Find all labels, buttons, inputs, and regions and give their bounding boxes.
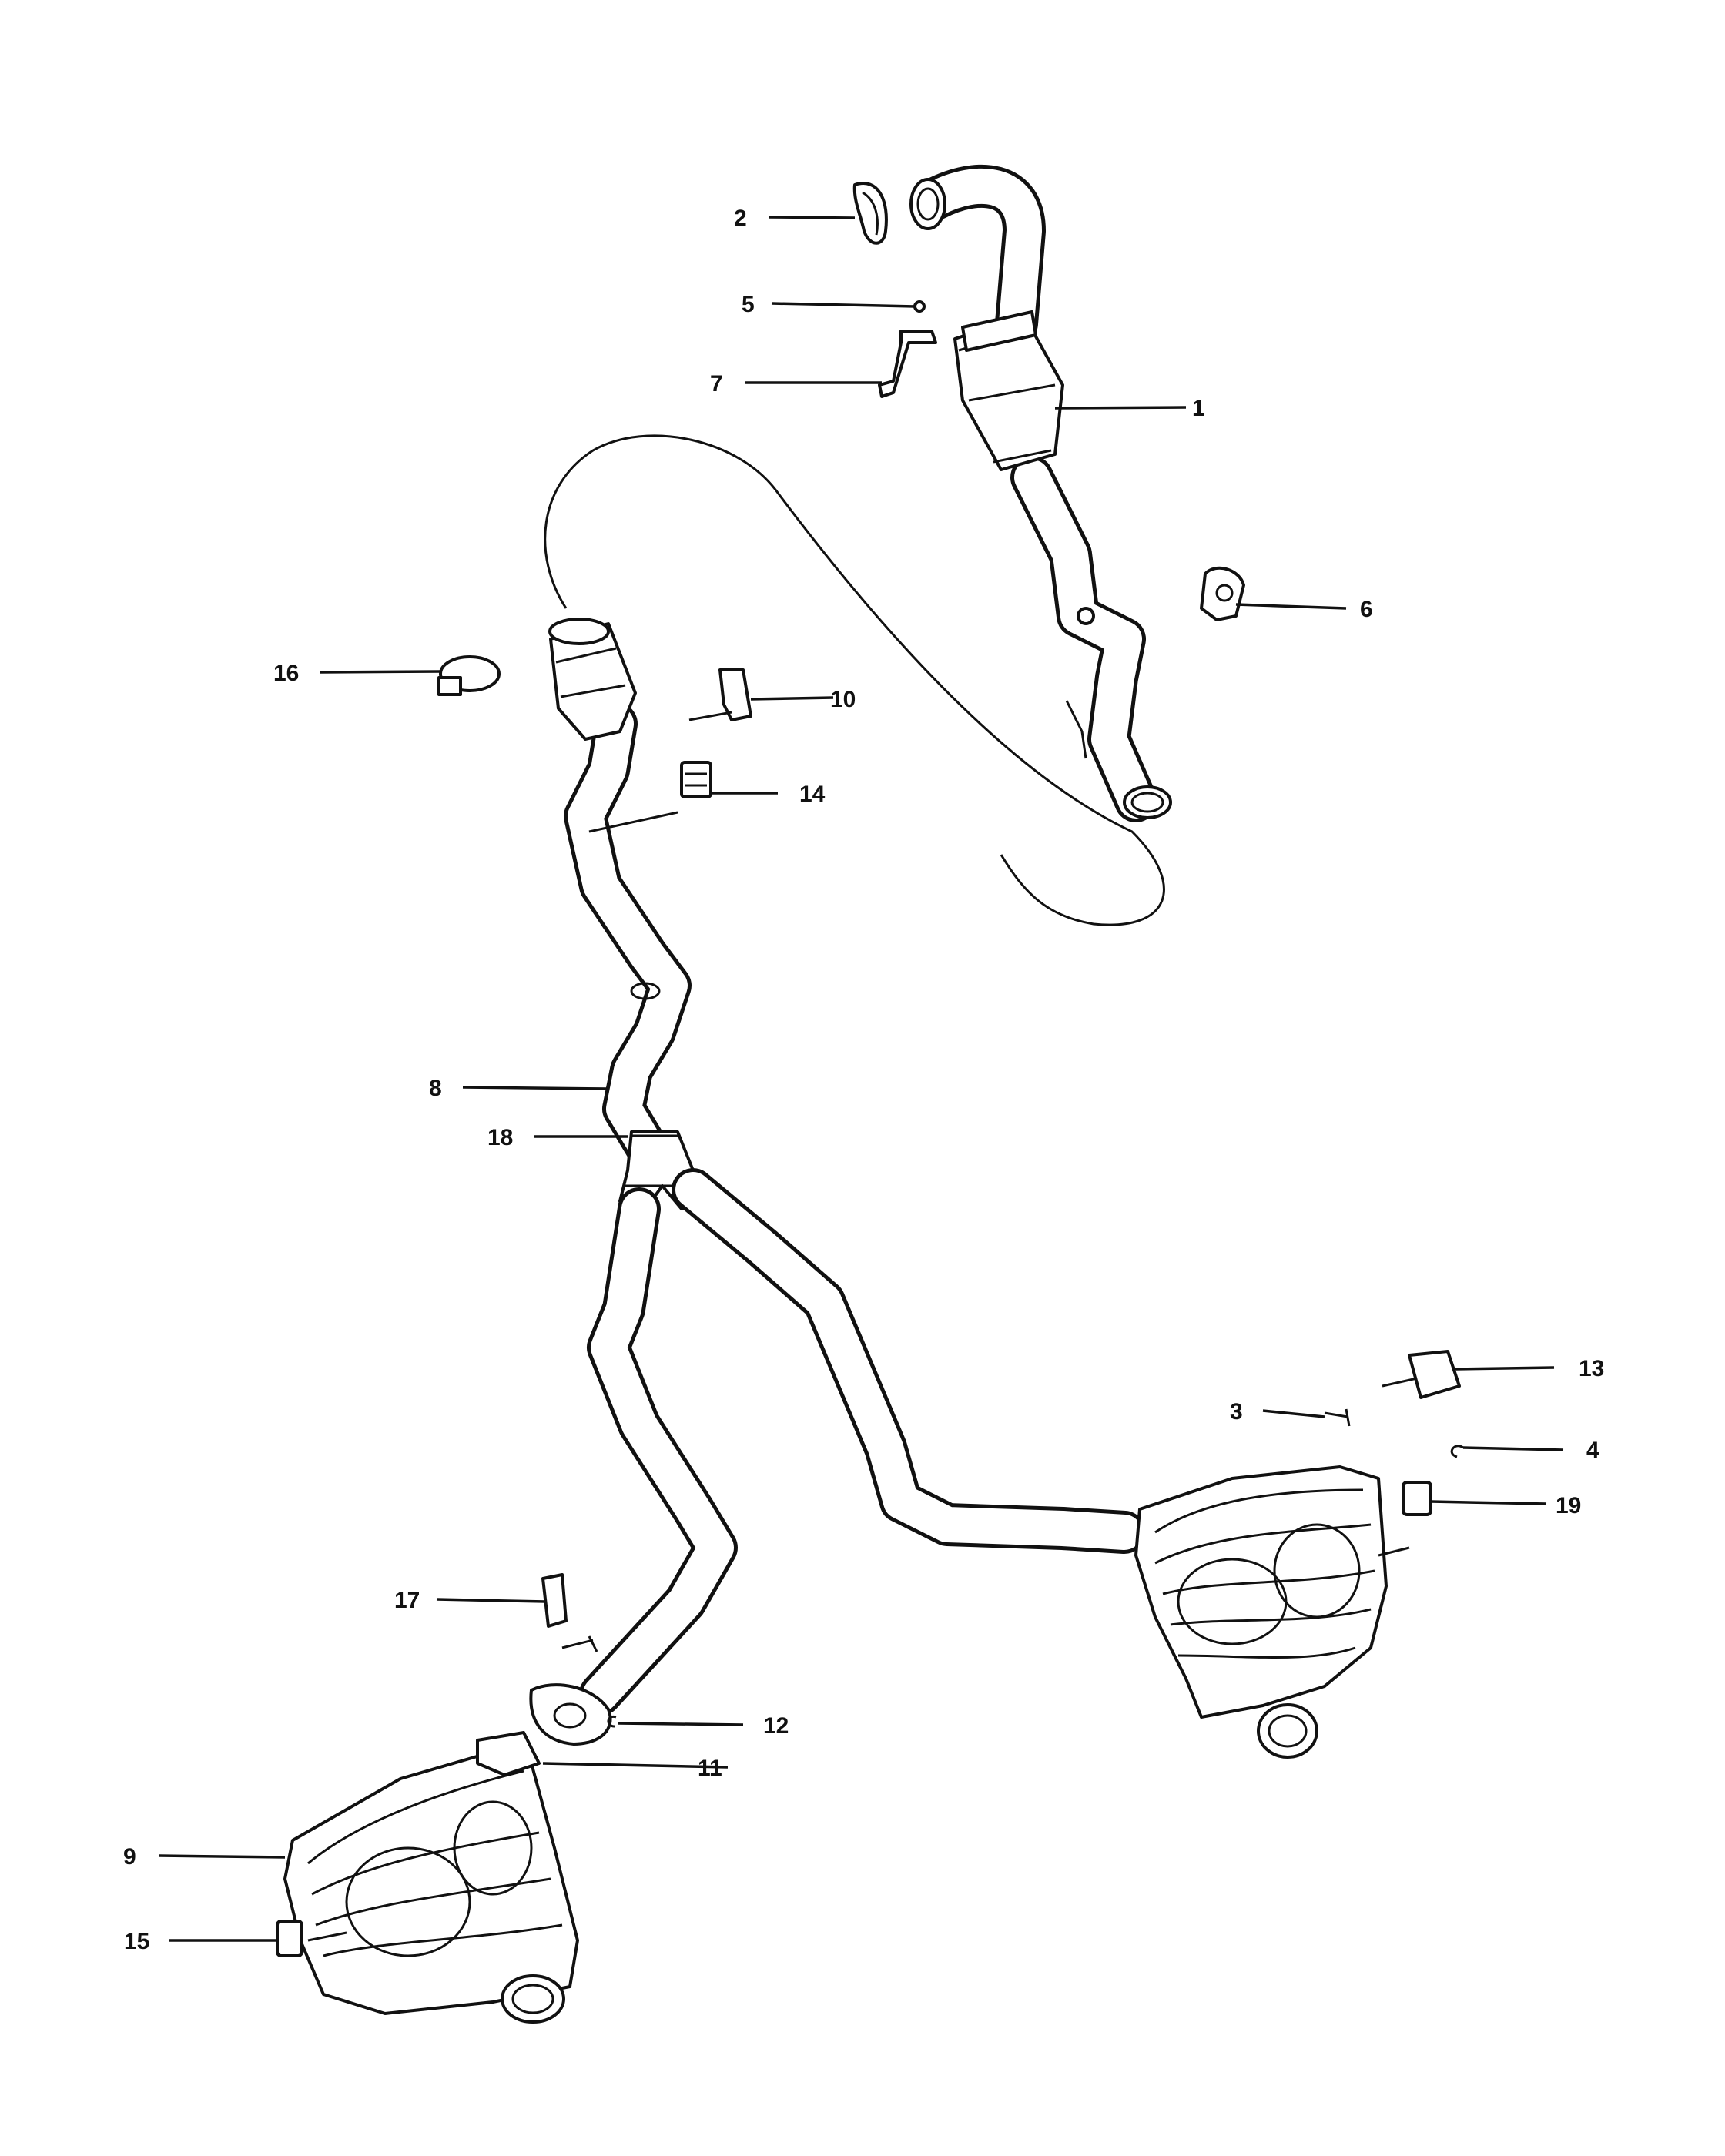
- right-muffler: [1134, 1465, 1410, 1759]
- callout-18: 18: [487, 1125, 513, 1150]
- callout-6: 6: [1360, 597, 1373, 622]
- callout-13: 13: [1579, 1356, 1604, 1381]
- bracket-part-7: [878, 330, 937, 398]
- callout-19: 19: [1556, 1493, 1581, 1518]
- callout-16: 16: [273, 661, 299, 686]
- callout-14: 14: [799, 782, 826, 807]
- callout-9: 9: [123, 1844, 136, 1870]
- isolator-part-15: [276, 1920, 347, 1957]
- isolator-part-17: [541, 1573, 568, 1628]
- flange-gasket-part-11: [529, 1683, 612, 1746]
- y-branch-pipes: [579, 1168, 1146, 1716]
- hanger-part-10: [688, 668, 752, 721]
- hanger-clamp-part-6: [1200, 566, 1245, 621]
- callout-11: 11: [698, 1756, 722, 1781]
- gasket-part-2: [852, 182, 888, 245]
- callout-5: 5: [742, 292, 755, 317]
- callout-10: 10: [830, 687, 856, 712]
- front-pipe-catalytic-converter: [909, 164, 1172, 822]
- callout-4: 4: [1586, 1438, 1599, 1463]
- clip-part-12: [607, 1715, 617, 1728]
- leader-lines: [159, 216, 1564, 1942]
- isolator-part-19: [1402, 1481, 1432, 1516]
- clip-part-4: [1450, 1445, 1464, 1458]
- isolator-part-14: [680, 761, 712, 798]
- isolator-part-13: [1382, 1350, 1461, 1399]
- callout-3: 3: [1230, 1399, 1243, 1424]
- connection-loop: [544, 434, 1165, 926]
- callout-17: 17: [394, 1588, 420, 1613]
- left-muffler: [283, 1731, 579, 2024]
- clamp-part-16: [437, 655, 501, 696]
- bolt-near-17: [561, 1635, 598, 1652]
- callout-15: 15: [124, 1929, 149, 1954]
- callout-7: 7: [710, 371, 723, 397]
- callout-8: 8: [429, 1076, 442, 1101]
- bolt-part-3: [1324, 1408, 1351, 1427]
- callout-2: 2: [734, 206, 747, 231]
- callout-labels: 1 2 3 4 5 6 7 8 9 10 11 12 13 14 15 16 1…: [123, 206, 1604, 1954]
- callout-12: 12: [763, 1713, 789, 1739]
- nut-part-5: [913, 300, 926, 313]
- intermediate-pipe-part-8: [548, 618, 692, 1169]
- callout-1: 1: [1192, 396, 1205, 421]
